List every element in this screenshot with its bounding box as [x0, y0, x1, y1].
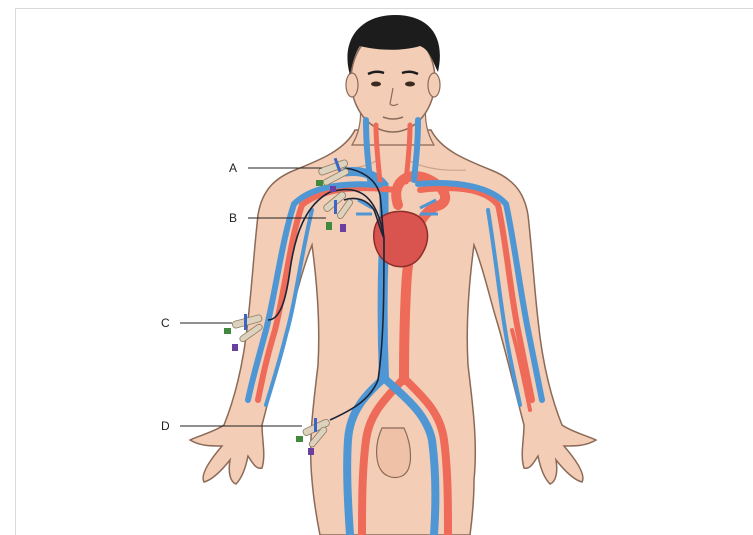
label-c: C [161, 316, 170, 330]
left-ear [346, 73, 358, 97]
right-ear [428, 73, 440, 97]
right-eye [405, 82, 415, 87]
label-a: A [229, 161, 237, 175]
label-d: D [161, 419, 170, 433]
human-figure [190, 15, 596, 535]
genitals [377, 428, 411, 478]
label-b: B [229, 211, 237, 225]
left-eye [371, 82, 381, 87]
